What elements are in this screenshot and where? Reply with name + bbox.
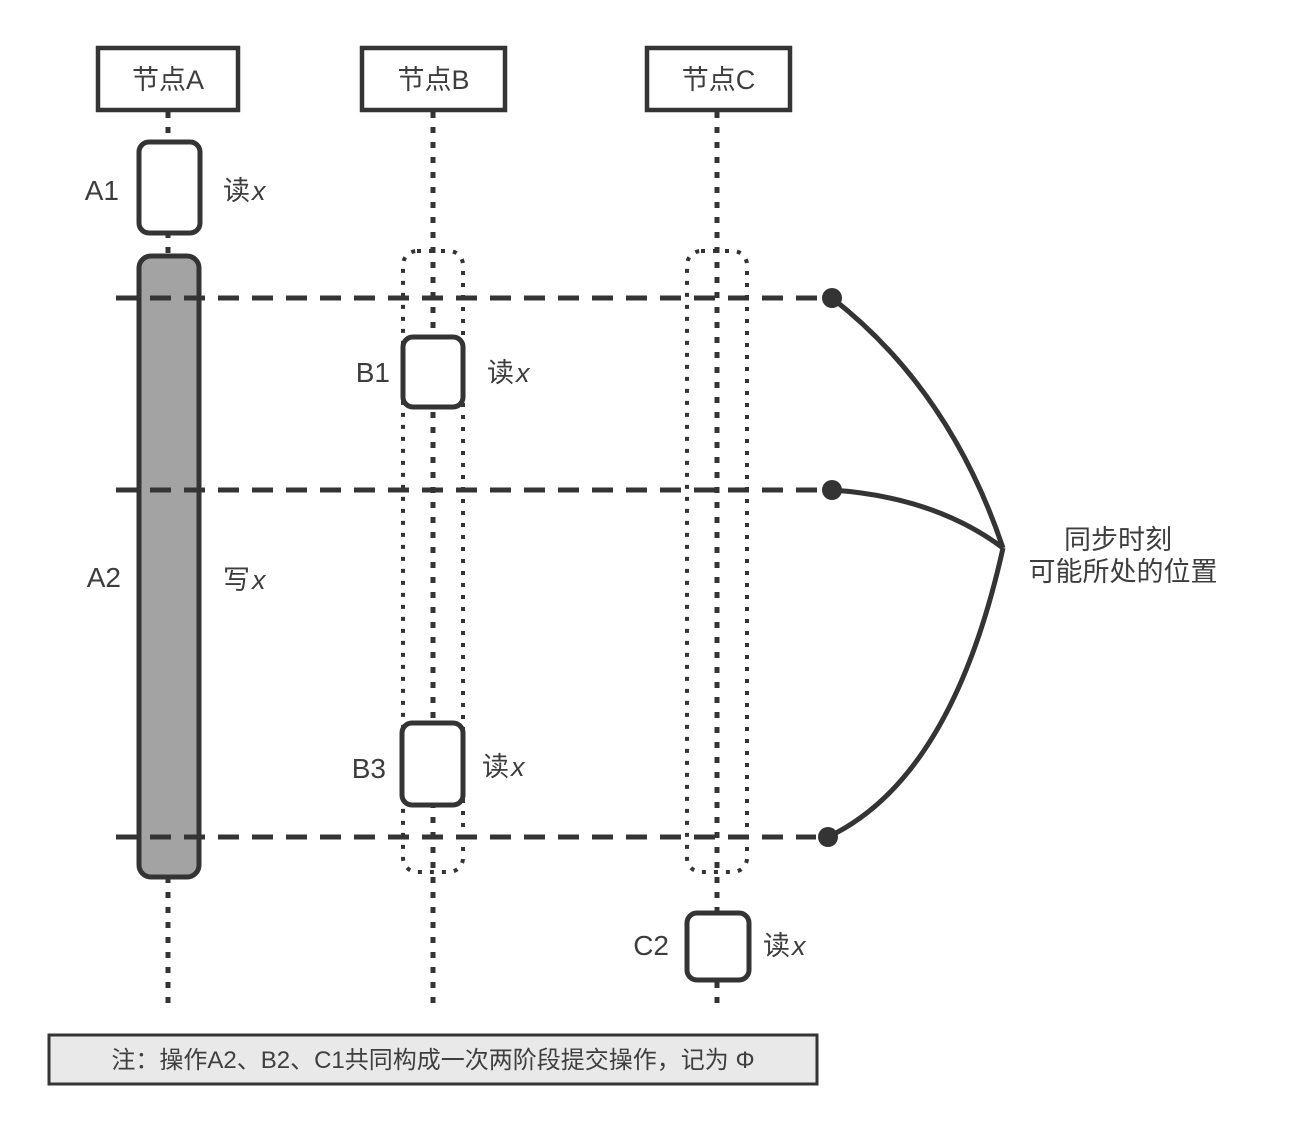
note-text: 注：操作A2、B2、C1共同构成一次两阶段提交操作，记为 Φ <box>111 1047 754 1074</box>
node-label-b: 节点B <box>397 65 469 95</box>
sync-annotation-line1: 同步时刻 <box>1064 525 1172 555</box>
node-label-a: 节点A <box>132 65 204 95</box>
action-label-a1: 读x <box>223 176 267 206</box>
brace-curve-middle <box>831 487 1005 551</box>
note-box <box>47 1033 819 1086</box>
node-box-b <box>359 45 508 113</box>
operation-bar-a2 <box>136 253 202 880</box>
action-label-b1: 读x <box>487 358 531 388</box>
operation-label-b3: B3 <box>352 753 386 784</box>
action-label-b3: 读x <box>482 752 526 782</box>
dotted-span-b2 <box>401 249 465 874</box>
sync-annotation-line2: 可能所处的位置 <box>1029 557 1218 587</box>
dotted-span-c1 <box>685 249 749 874</box>
operation-box-a1 <box>136 139 203 236</box>
operation-label-b1: B1 <box>356 357 390 388</box>
node-box-a <box>95 45 241 113</box>
operation-box-b1 <box>400 334 466 410</box>
node-box-c <box>644 45 793 113</box>
brace-curve-top <box>830 296 1006 549</box>
operation-box-b3 <box>399 720 466 808</box>
operation-label-a1: A1 <box>85 175 119 206</box>
action-label-a2: 写x <box>223 565 267 595</box>
operation-label-c2: C2 <box>633 930 669 961</box>
operation-label-a2: A2 <box>87 562 121 593</box>
node-label-c: 节点C <box>682 65 756 95</box>
action-label-c2: 读x <box>763 931 807 961</box>
brace-curve-bottom <box>826 547 1006 840</box>
operation-box-c2 <box>684 910 752 983</box>
